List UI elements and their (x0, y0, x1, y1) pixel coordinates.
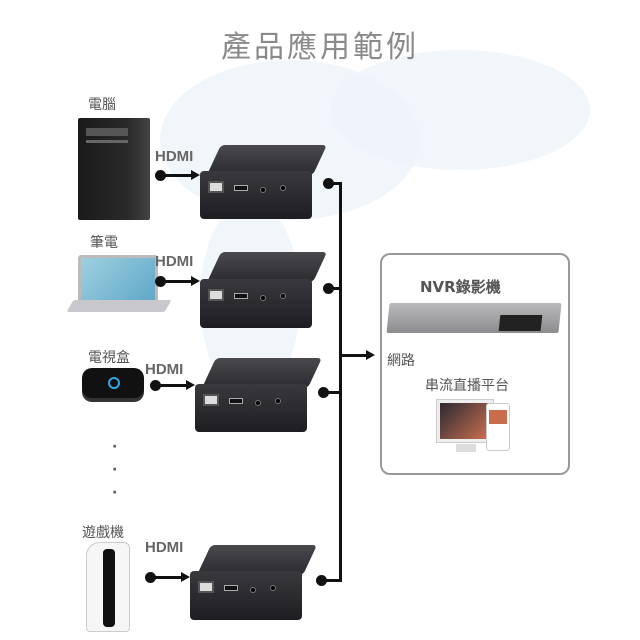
page-title: 產品應用範例 (221, 30, 419, 65)
laptop-icon (78, 255, 158, 303)
smartphone-icon (486, 403, 510, 451)
tv-box-icon (82, 368, 144, 398)
more-sources-ellipsis: ··· (112, 439, 118, 501)
nvr-label: NVR錄影機 (420, 278, 501, 296)
game-console-icon (86, 542, 130, 632)
streaming-label: 串流直播平台 (425, 378, 509, 394)
hdmi-label: HDMI (145, 361, 184, 378)
world-map-background (330, 50, 590, 170)
hdmi-encoder-device (200, 252, 328, 328)
nvr-recorder-icon (386, 303, 562, 333)
desktop-pc-icon (78, 118, 150, 220)
source-label-pc: 電腦 (88, 97, 116, 113)
laptop-keyboard (66, 300, 172, 312)
hdmi-label: HDMI (145, 539, 184, 556)
source-label-console: 遊戲機 (82, 525, 124, 541)
hdmi-encoder-device (195, 358, 322, 432)
hdmi-encoder-device (200, 145, 327, 219)
streaming-monitor-icon (437, 400, 493, 442)
hdmi-encoder-device (190, 545, 317, 620)
hdmi-label: HDMI (155, 253, 194, 270)
monitor-stand (456, 444, 476, 452)
source-label-laptop: 筆電 (90, 235, 118, 251)
network-label: 網路 (387, 353, 415, 369)
source-label-tvbox: 電視盒 (88, 350, 130, 366)
hdmi-label: HDMI (155, 148, 194, 165)
